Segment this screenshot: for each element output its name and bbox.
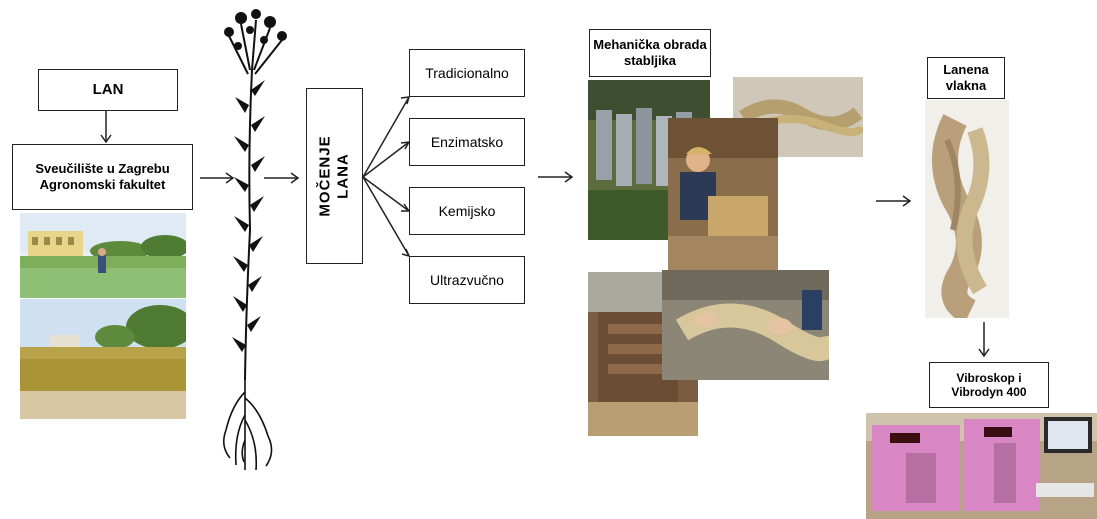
vibroskop-instrument-photo xyxy=(866,413,1097,519)
method-box-traditional: Tradicionalno xyxy=(409,49,525,97)
scutching-work-photo xyxy=(668,118,778,273)
fibers-label: Lanena vlakna xyxy=(943,62,989,93)
method-label: Enzimatsko xyxy=(430,133,504,150)
lan-box: LAN xyxy=(38,69,178,111)
method-box-ultrasonic: Ultrazvučno xyxy=(409,256,525,304)
method-box-chemical: Kemijsko xyxy=(409,187,525,235)
method-label: Ultrazvučno xyxy=(430,271,504,288)
retting-label: MOČENJE LANA xyxy=(316,135,352,217)
faculty-field-photo xyxy=(20,213,186,298)
fiber-combing-photo xyxy=(662,270,829,380)
instrument-label: Vibroskop i Vibrodyn 400 xyxy=(951,370,1027,399)
method-box-enzymatic: Enzimatsko xyxy=(409,118,525,166)
method-label: Kemijsko xyxy=(438,202,496,219)
university-box: Sveučilište u Zagrebu Agronomski fakulte… xyxy=(12,144,193,210)
lan-label: LAN xyxy=(92,81,124,98)
flax-field-photo xyxy=(20,299,186,419)
flax-fiber-photo xyxy=(925,100,1009,318)
mechanical-label: Mehanička obrada stabljika xyxy=(593,37,707,68)
university-label: Sveučilište u Zagrebu Agronomski fakulte… xyxy=(35,161,170,192)
mechanical-box: Mehanička obrada stabljika xyxy=(589,29,711,77)
retting-box: MOČENJE LANA xyxy=(306,88,363,264)
fibers-box: Lanena vlakna xyxy=(927,57,1005,99)
instrument-box: Vibroskop i Vibrodyn 400 xyxy=(929,362,1049,408)
method-label: Tradicionalno xyxy=(425,64,509,81)
